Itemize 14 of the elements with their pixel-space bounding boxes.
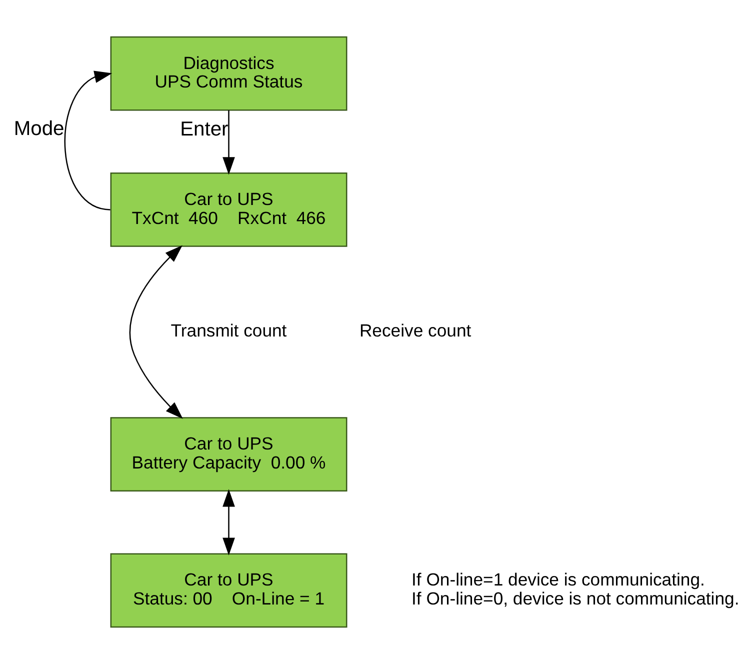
- node-label: If On-line=0, device is not communicating.: [412, 588, 740, 609]
- arrow: [64, 70, 112, 210]
- arrow: [129, 245, 183, 419]
- arrow: [222, 110, 235, 175]
- node-box: Car to UPS Battery Capacity 0.00 %: [110, 417, 348, 492]
- arrow: [222, 489, 235, 556]
- label: Transmit count: [170, 320, 287, 341]
- node-box: Diagnostics UPS Comm Status: [110, 36, 348, 111]
- edge-label: Mode: [14, 118, 64, 140]
- node-box: Car to UPS Status: 00 On-Line = 1: [110, 553, 348, 628]
- node-label: If On-line=1 device is communicating.: [412, 570, 705, 590]
- label: Receive count: [359, 320, 472, 341]
- edge-label: Enter: [180, 118, 228, 140]
- node-box: Car to UPS TxCnt 460 RxCnt 466: [110, 172, 348, 247]
